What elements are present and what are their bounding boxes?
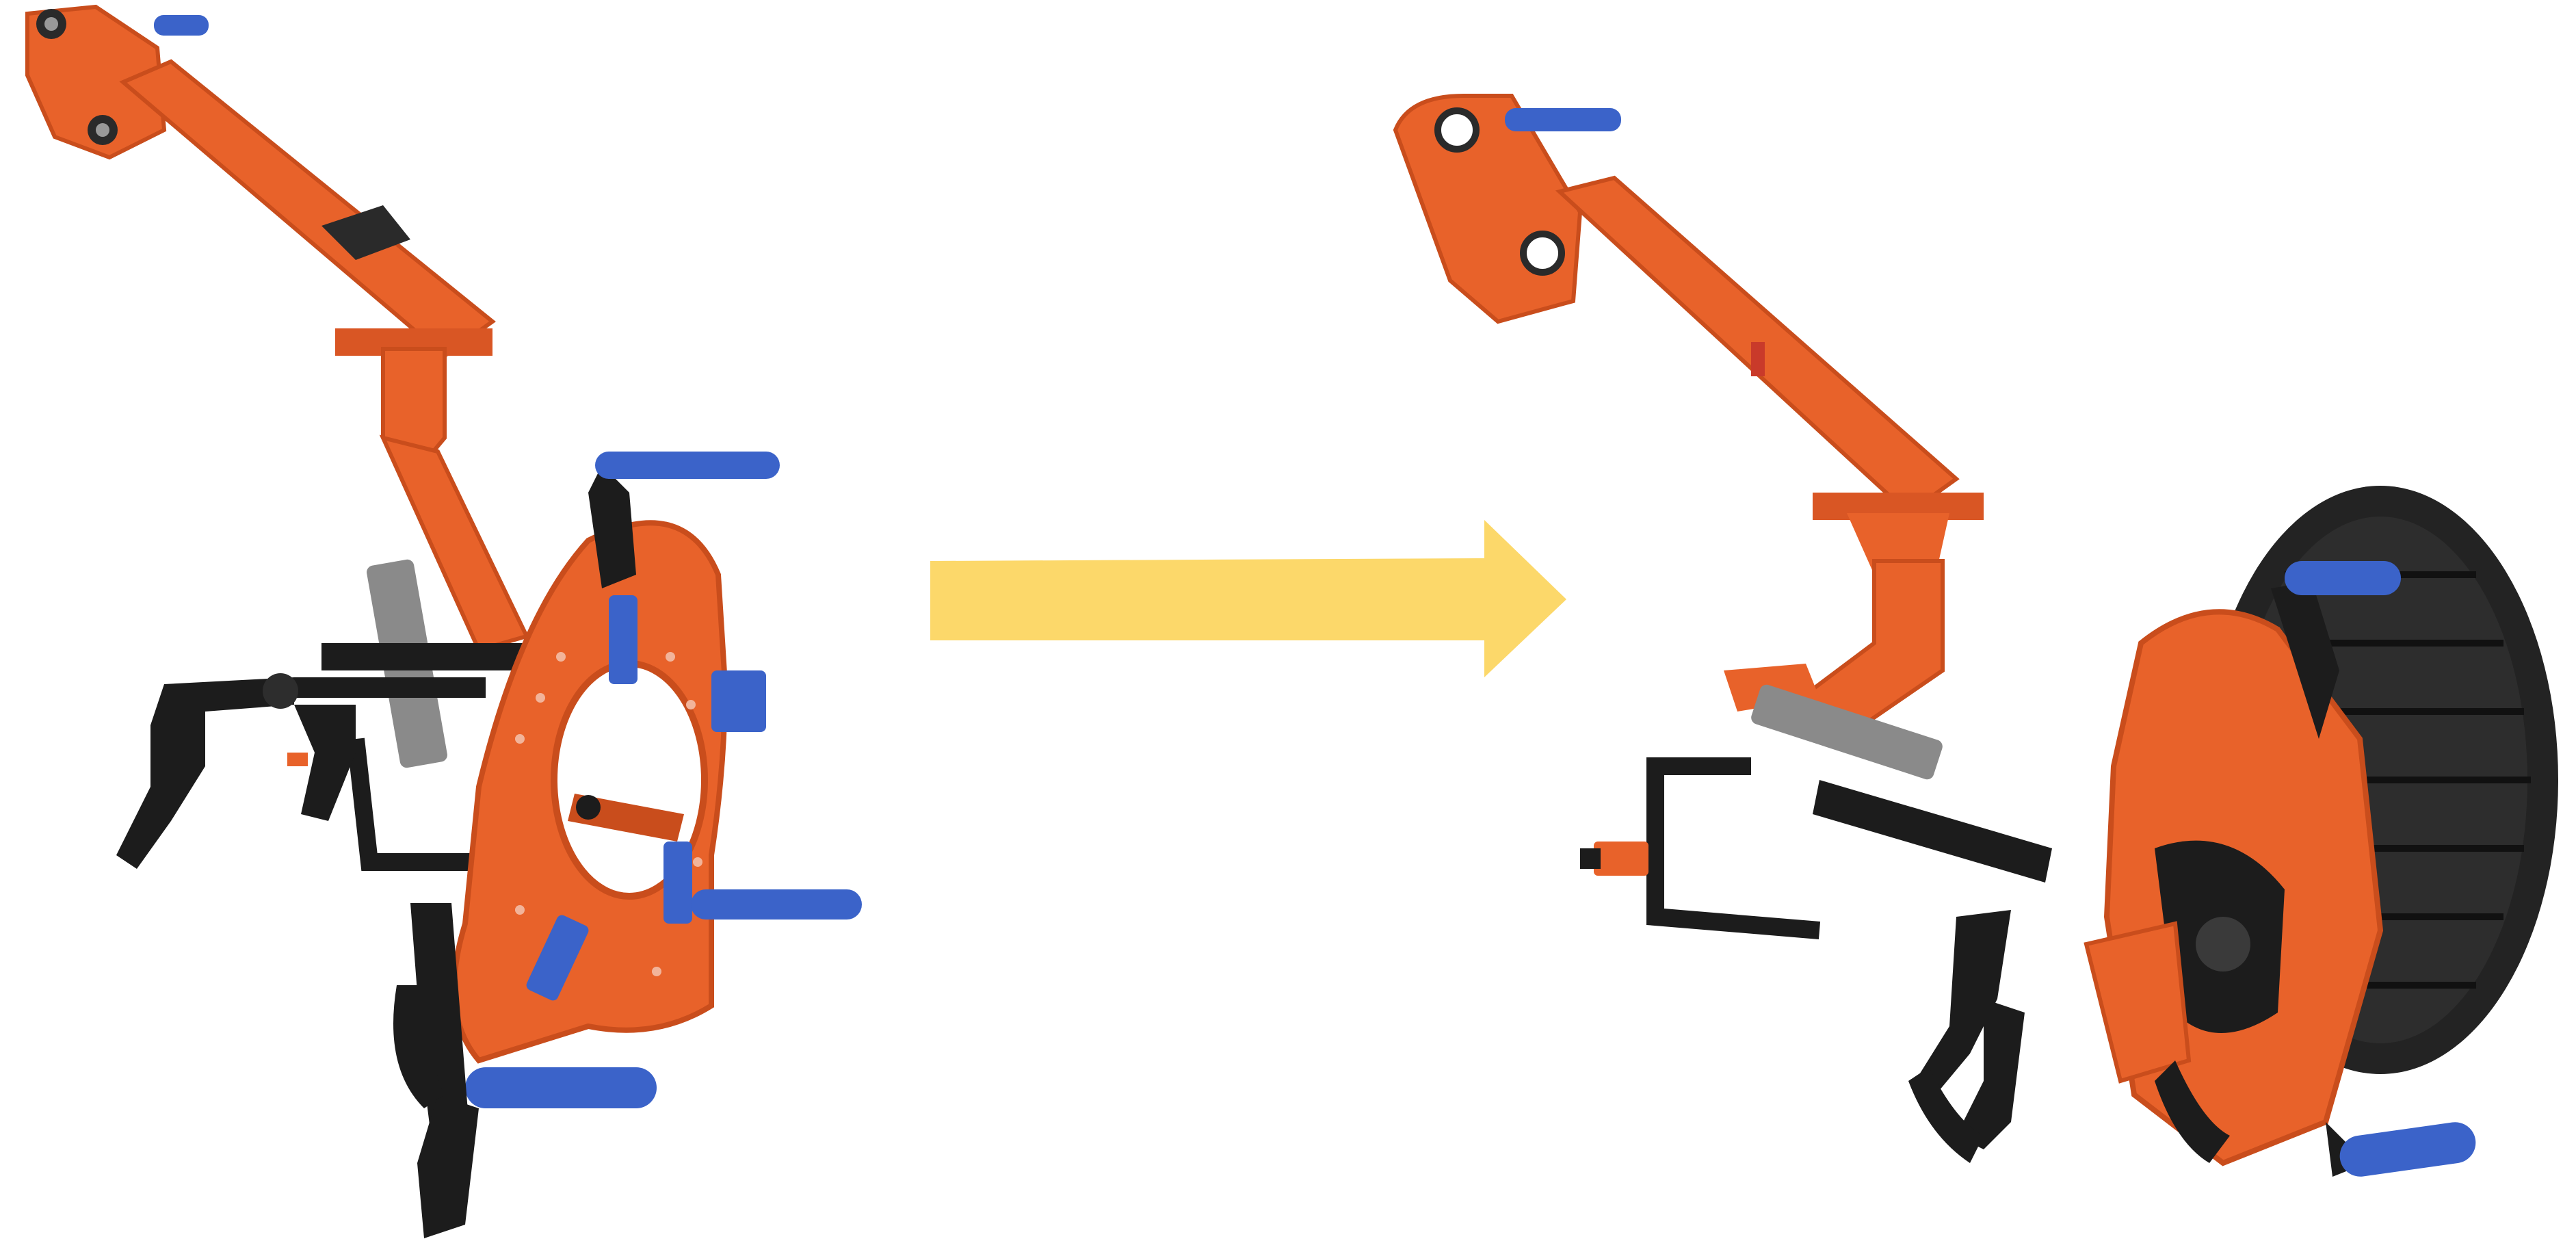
handles <box>393 452 862 1238</box>
wheel-plate <box>2084 609 2384 1166</box>
handles <box>2271 561 2476 1177</box>
upper-arm <box>25 4 530 653</box>
upper-arm <box>1393 94 1984 748</box>
wheel-plate <box>451 520 766 1064</box>
cylinder-and-linkage <box>294 559 527 871</box>
arrow-right-icon <box>930 520 1566 677</box>
cylinder-and-linkage <box>1580 684 2052 939</box>
wheel-lift-tool-open-icon <box>25 4 862 1238</box>
left-claws <box>116 673 356 869</box>
claws <box>1908 910 2025 1163</box>
arrow-shape <box>930 520 1566 677</box>
wheel-lift-tool-gripping-tire-icon <box>1393 94 2558 1177</box>
